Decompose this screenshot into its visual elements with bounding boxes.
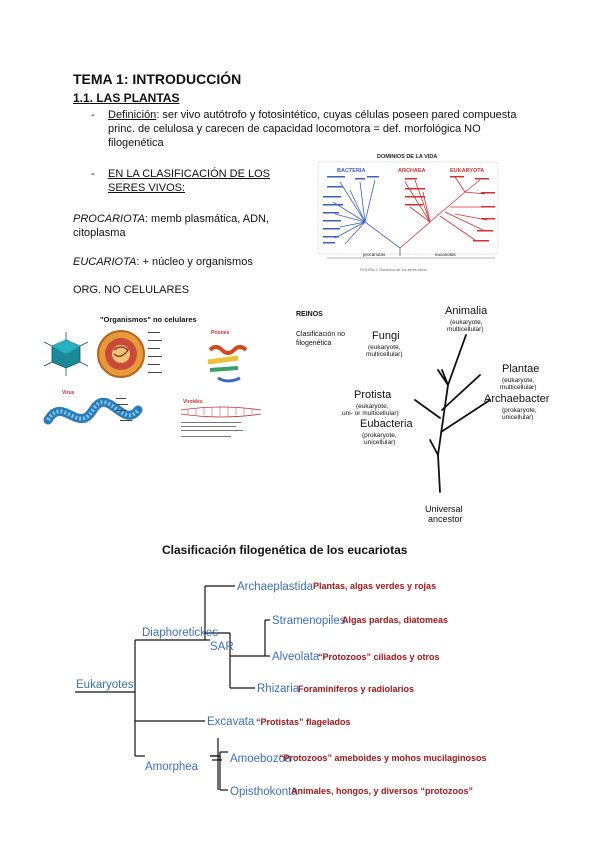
definition-line-3: filogenética <box>108 137 164 149</box>
viruses-figure: "Organismos" no celulares Priones <box>38 310 278 455</box>
eukaryota-label: EUKARYOTA <box>450 168 484 174</box>
protista-sub-2: uni- or multicellular) <box>342 410 399 417</box>
rhizaria-desc: Foraminíferos y radiolarios <box>298 684 414 694</box>
viruses-svg: "Organismos" no celulares Priones <box>43 315 262 437</box>
domains-title: DOMINIOS DE LA VIDA <box>377 154 437 160</box>
diaphoretickes-label: Diaphoretickes <box>142 627 218 639</box>
definition-text: : ser vivo autótrofo y fotosintético, cu… <box>156 109 517 121</box>
protista-label: Protista <box>354 389 392 401</box>
amoebozoa-desc: “Protozoos” ameboides y mohos mucilagino… <box>279 753 487 763</box>
reinos-label: REINOS <box>296 311 323 318</box>
org-no-celulares: ORG. NO CELULARES <box>73 284 190 296</box>
virus-annotations <box>148 332 162 373</box>
section-heading: 1.1. LAS PLANTAS <box>73 91 180 105</box>
amoebozoa-label: Amoebozoa <box>230 753 292 765</box>
viroid-label: Viroides <box>183 399 203 405</box>
excavata-label: Excavata <box>207 716 255 728</box>
eubacteria-sub-1: (prokaryote, <box>362 432 397 439</box>
page-title: TEMA 1: INTRODUCCIÓN <box>73 71 242 87</box>
sar-label: SAR <box>210 641 234 653</box>
ancestor-label-2: ancestor <box>428 514 463 524</box>
reinos-sub-2: filogenética <box>296 340 332 347</box>
reinos-figure: REINOS Clasificación no filogenética Ani… <box>290 300 559 532</box>
reinos-branches <box>414 334 491 493</box>
viruses-title: "Organismos" no celulares <box>100 315 197 324</box>
amorphea-label: Amorphea <box>145 761 199 773</box>
virus-capsid-icon <box>43 332 89 376</box>
excavata-desc: “Protistas” flagelados <box>256 717 351 727</box>
bacteria-label: BACTERIA <box>337 168 365 174</box>
ancestor-label-1: Universal <box>425 504 463 514</box>
eucariotas-label: eucariotas <box>435 252 457 257</box>
domains-tree-svg: DOMINIOS DE LA VIDA BACTERIA ARCHAEA EUK… <box>317 154 499 272</box>
bacteria-leaf-labels <box>323 176 379 244</box>
animalia-sub-1: (eukaryote, <box>450 319 483 326</box>
archaea-label: ARCHAEA <box>398 168 426 174</box>
eukaryotes-title: Clasificación filogenética de los eucari… <box>162 543 408 557</box>
eukaryotes-figure: Clasificación filogenética de los eucari… <box>60 538 540 810</box>
plantae-label: Plantae <box>502 363 539 375</box>
fungi-sub-2: multicellular) <box>366 351 402 358</box>
bacteria-branches <box>332 179 401 249</box>
prion-label: Priones <box>211 330 230 336</box>
stramenopiles-label: Stramenopiles <box>272 615 346 627</box>
eucariota-label: EUCARIOTA <box>73 256 137 268</box>
reinos-tree-svg: REINOS Clasificación no filogenética Ani… <box>296 305 559 524</box>
procariota-line: PROCARIOTA: memb plasmática, ADN, <box>73 212 269 226</box>
plantae-sub-1: (eukaryote, <box>502 377 535 384</box>
alveolata-label: Alveolata <box>272 651 320 663</box>
archaebacteria-sub-2: unicellular) <box>502 414 533 421</box>
classification-heading-2: SERES VIVOS: <box>108 182 186 194</box>
helical-virus-icon <box>43 397 143 425</box>
reinos-sub-1: Clasificación no <box>296 331 345 338</box>
classification-heading-1: EN LA CLASIFICACIÓN DE LOS <box>108 168 270 180</box>
eukaryotes-tree-svg: Clasificación filogenética de los eucari… <box>75 543 487 798</box>
plantae-sub-2: multicellular) <box>500 384 536 391</box>
stramenopiles-desc: Algas pardas, diatomeas <box>342 615 448 625</box>
prion-protein-icon <box>207 345 248 383</box>
reinos-labels: Animalia (eukaryote, multicellular) Fung… <box>342 305 559 524</box>
archaea-eukarya-branches <box>399 176 488 249</box>
clade-descriptions: Plantas, algas verdes y rojas Algas pard… <box>256 581 487 796</box>
eubacteria-sub-2: unicellular) <box>364 439 395 446</box>
definition-line-1: Definición: ser vivo autótrofo y fotosin… <box>108 108 528 122</box>
procariota-label: PROCARIOTA <box>73 213 145 225</box>
opisthokonta-desc: Animales, hongos, y diversos “protozoos” <box>291 786 473 796</box>
eukaryotes-root-label: Eukaryotes <box>76 679 134 691</box>
clade-labels: Eukaryotes Diaphoretickes SAR Amorphea A… <box>76 581 346 798</box>
amorphea-branches <box>210 751 228 791</box>
eubacteria-label: Eubacteria <box>360 418 413 430</box>
bullet-dash: - <box>91 168 95 180</box>
viroid-rna-icon <box>180 406 262 418</box>
archaebacteria-sub-1: (prokaryote, <box>502 407 537 414</box>
enveloped-virus-icon <box>97 330 145 378</box>
fungi-sub-1: (eukaryote, <box>368 344 401 351</box>
bullet-dash: - <box>91 109 95 121</box>
virus-annotations-2 <box>116 398 132 421</box>
animalia-label: Animalia <box>445 305 488 317</box>
definition-label: Definición <box>108 109 157 121</box>
eucariota-text: : + núcleo y organismos <box>136 256 253 268</box>
definition-line-2: princ. de celulosa y carecen de capacida… <box>108 123 481 135</box>
archaebacteria-label: Archaebacteria <box>484 393 550 405</box>
archaeplastida-label: Archaeplastida <box>237 581 314 593</box>
alveolata-desc: “Protozoos” ciliados y otros <box>318 652 440 662</box>
virus-label: Virus <box>62 390 75 396</box>
eucariota-line: EUCARIOTA: + núcleo y organismos <box>73 255 253 269</box>
domains-frame <box>317 161 499 255</box>
eukarya-leaf-labels <box>405 176 495 242</box>
fungi-label: Fungi <box>372 330 400 342</box>
protista-sub-1: (eukaryote, <box>356 403 389 410</box>
procariotas-label: procariotas <box>363 252 386 257</box>
procariota-line-2: citoplasma <box>73 227 126 239</box>
domains-figure: DOMINIOS DE LA VIDA BACTERIA ARCHAEA EUK… <box>305 152 505 277</box>
domains-caption: FIGURA 2. Dominios de los seres vivos. <box>360 268 428 272</box>
rhizaria-label: Rhizaria <box>257 683 300 695</box>
animalia-sub-2: multicellular) <box>447 326 483 333</box>
procariota-text: : memb plasmática, ADN, <box>144 213 270 225</box>
archaeplastida-desc: Plantas, algas verdes y rojas <box>313 581 436 591</box>
opisthokonta-label: Opisthokonta <box>230 786 298 798</box>
viroid-annotations <box>181 422 243 437</box>
